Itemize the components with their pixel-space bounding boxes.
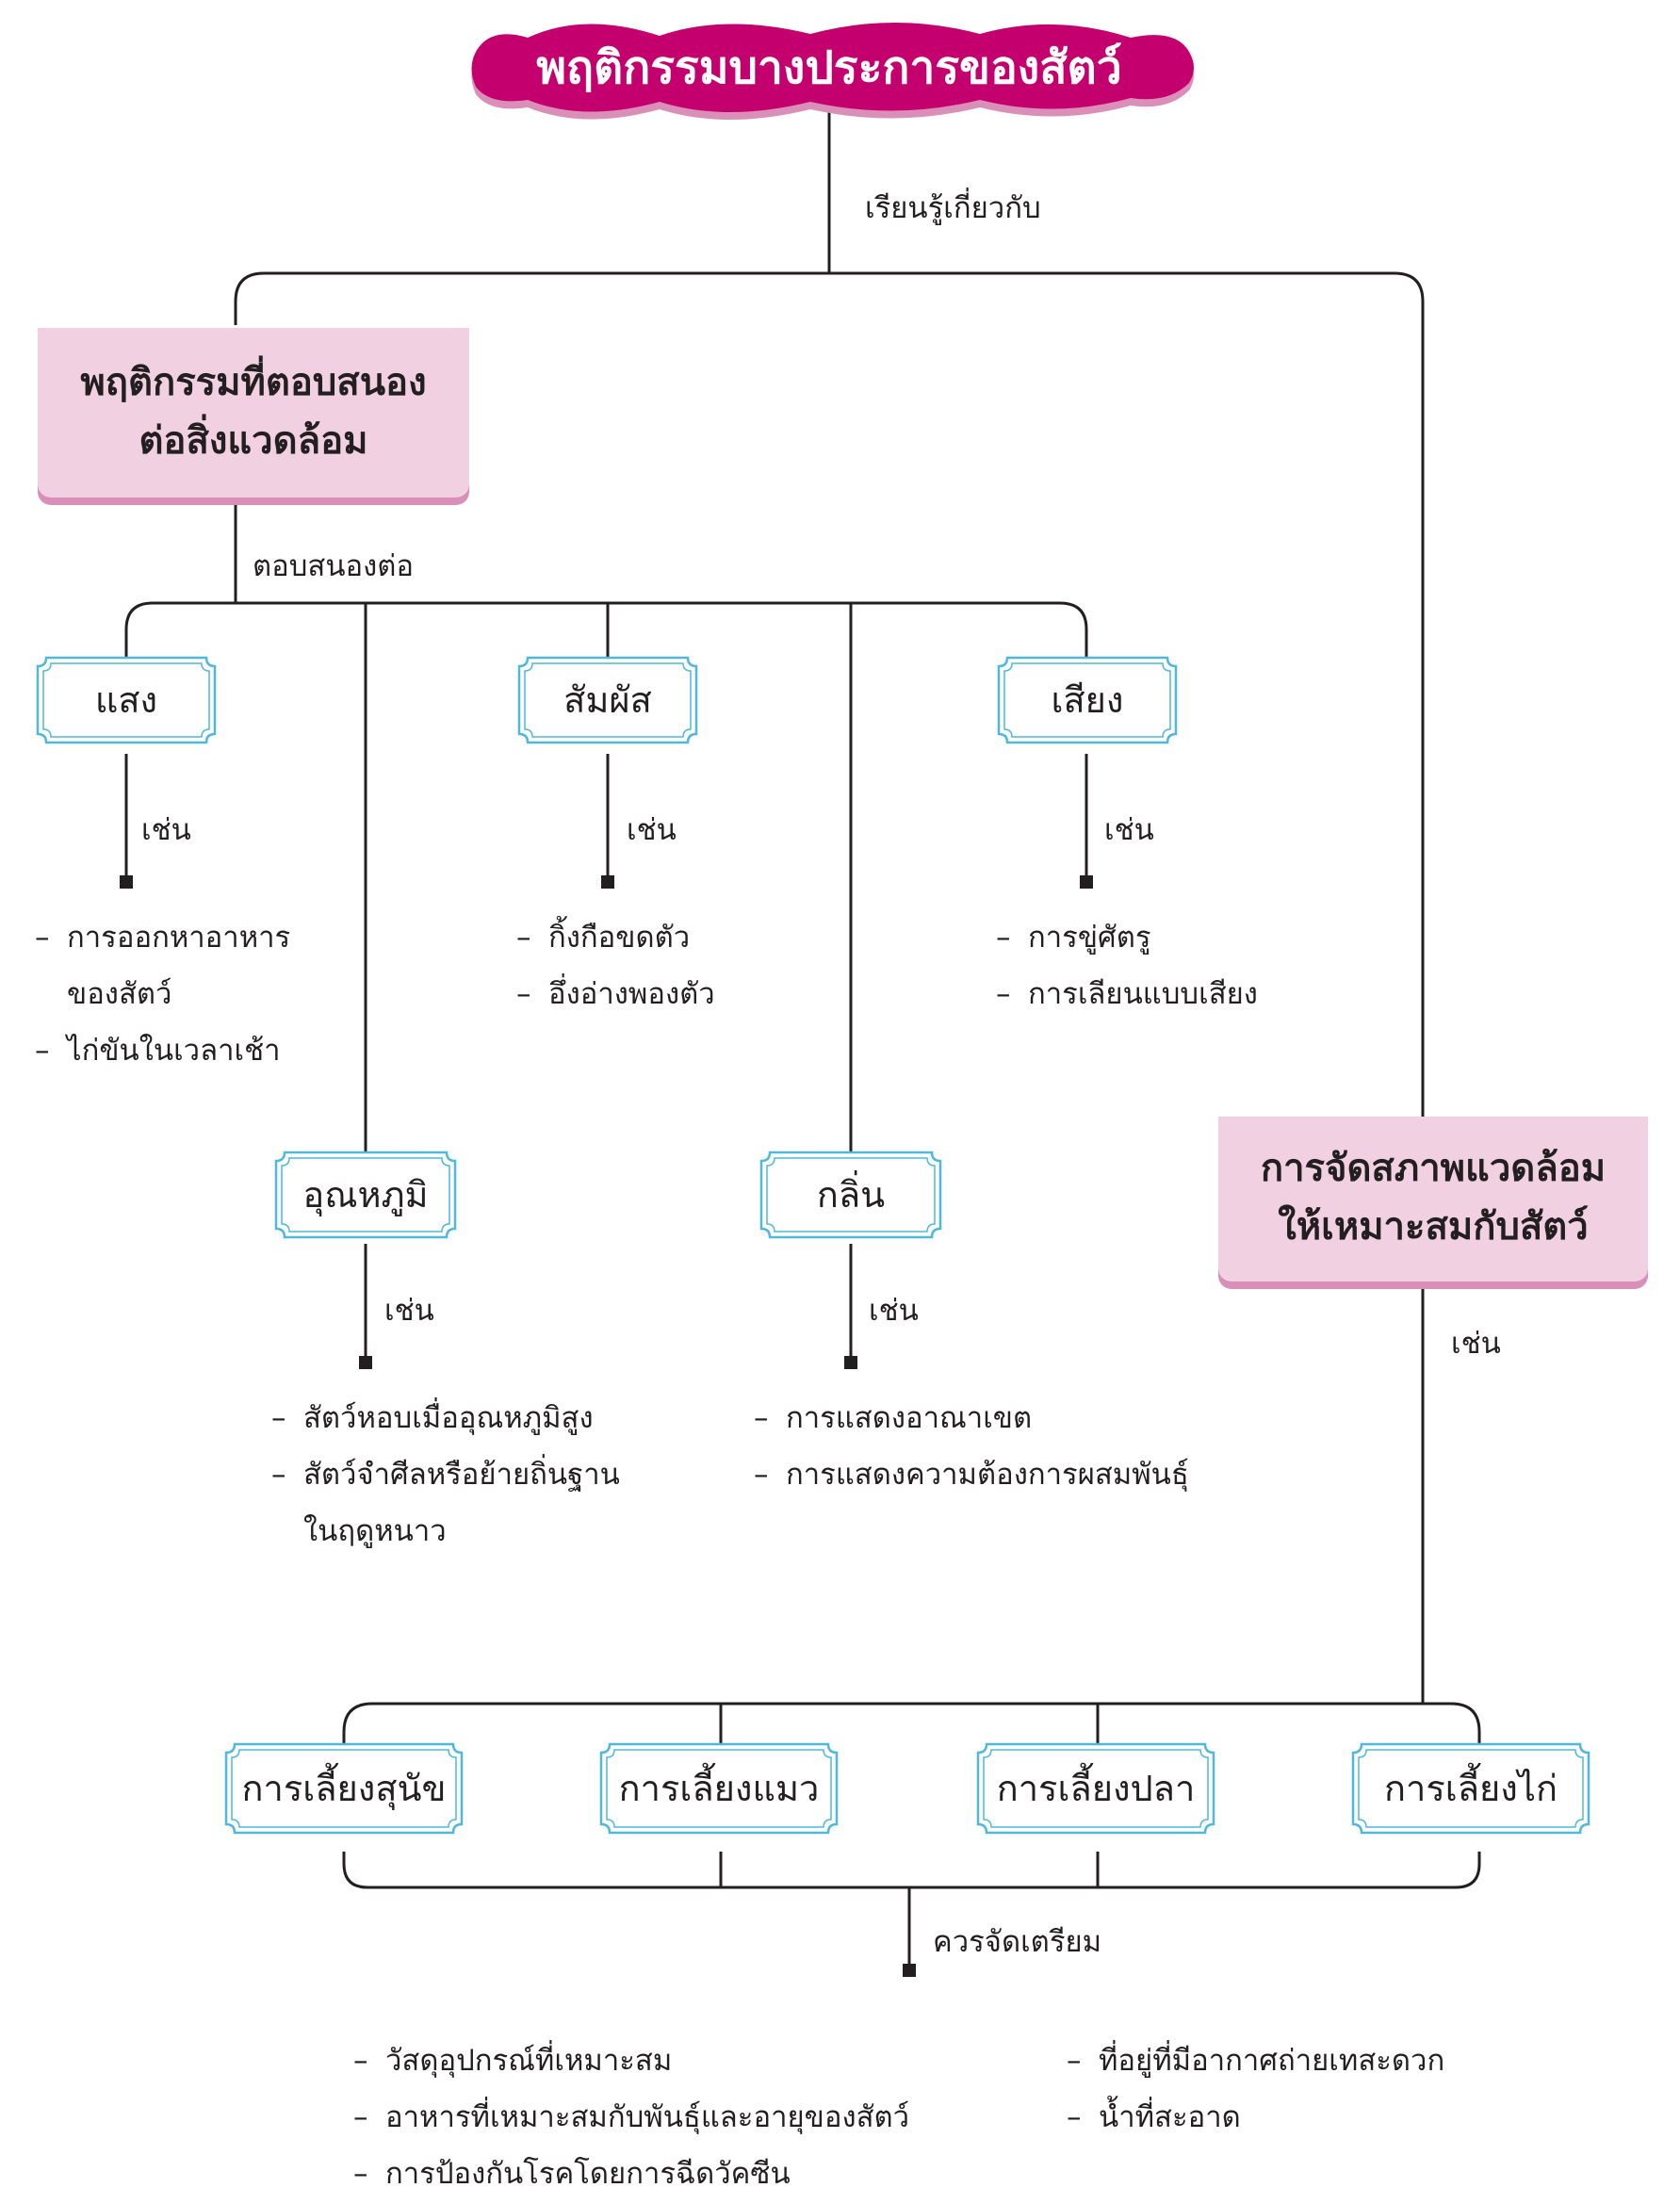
example-label-light: เช่น bbox=[141, 813, 191, 847]
example-label-sound: เช่น bbox=[1104, 813, 1154, 847]
right-main-box: การจัดสภาพแวดล้อม ให้เหมาะสมกับสัตว์ bbox=[1218, 1117, 1648, 1282]
touch-examples: –กิ้งกือขดตัว –อึ่งอ่างพองตัว bbox=[516, 909, 715, 1022]
pet-cat-label: การเลี้ยงแมว bbox=[618, 1768, 820, 1809]
example-label-temperature: เช่น bbox=[384, 1294, 434, 1328]
list-item: –การออกหาอาหาร bbox=[35, 921, 291, 955]
list-item: –อึ่งอ่างพองตัว bbox=[516, 977, 715, 1011]
pet-chicken-box: การเลี้ยงไก่ bbox=[1350, 1741, 1591, 1836]
box-frame bbox=[997, 656, 1178, 744]
prepare-list-left: –วัสดุอุปกรณ์ที่เหมาะสม –อาหารที่เหมาะสม… bbox=[353, 2033, 909, 2202]
box-frame bbox=[36, 656, 217, 744]
box-frame bbox=[224, 1742, 464, 1835]
stimulus-smell-box: กลิ่น bbox=[758, 1150, 943, 1240]
stimulus-temperature-label: อุณหภูมิ bbox=[302, 1174, 429, 1216]
pet-dog-label: การเลี้ยงสุนัข bbox=[241, 1768, 447, 1809]
list-item: –สัตว์จำศีลหรือย้ายถิ่นฐาน bbox=[271, 1458, 620, 1492]
list-item: –การแสดงความต้องการผสมพันธุ์ bbox=[754, 1458, 1189, 1492]
stimulus-sound-label: เสียง bbox=[1051, 679, 1124, 721]
box-frame bbox=[517, 656, 698, 744]
stimulus-sound-box: เสียง bbox=[996, 655, 1179, 745]
title: พฤติกรรมบางประการของสัตว์ bbox=[536, 41, 1122, 94]
example-label-smell: เช่น bbox=[869, 1294, 919, 1328]
smell-examples: –การแสดงอาณาเขต –การแสดงความต้องการผสมพั… bbox=[754, 1390, 1189, 1503]
list-item: –อาหารที่เหมาะสมกับพันธุ์และอายุของสัตว์ bbox=[353, 2100, 910, 2134]
list-item: –ที่อยู่ที่มีอากาศถ่ายเทสะดวก bbox=[1067, 2044, 1445, 2078]
box-frame bbox=[1351, 1742, 1590, 1835]
box-frame bbox=[976, 1742, 1215, 1835]
prepare-list-right: –ที่อยู่ที่มีอากาศถ่ายเทสะดวก –น้ำที่สะอ… bbox=[1067, 2033, 1444, 2146]
connector-learn-label: เรียนรู้เกี่ยวกับ bbox=[865, 191, 1041, 225]
list-item: –สัตว์หอบเมื่ออุณหภูมิสูง bbox=[271, 1401, 594, 1435]
list-item: –กิ้งกือขดตัว bbox=[516, 921, 691, 955]
list-item: ในฤดูหนาว bbox=[303, 1514, 447, 1548]
pet-fish-label: การเลี้ยงปลา bbox=[996, 1768, 1196, 1809]
box-frame bbox=[274, 1151, 457, 1239]
list-item: –วัสดุอุปกรณ์ที่เหมาะสม bbox=[353, 2044, 673, 2078]
stimulus-smell-label: กลิ่น bbox=[816, 1174, 886, 1216]
stimulus-light-box: แสง bbox=[35, 655, 218, 745]
box-frame bbox=[759, 1151, 942, 1239]
left-main-line1: พฤติกรรมที่ตอบสนอง bbox=[80, 361, 427, 404]
list-item: –การเลียนแบบเสียง bbox=[996, 977, 1258, 1011]
light-examples: –การออกหาอาหาร ของสัตว์ –ไก่ขันในเวลาเช้… bbox=[35, 909, 290, 1079]
list-item: –การขู่ศัตรู bbox=[996, 921, 1151, 955]
sound-examples: –การขู่ศัตรู –การเลียนแบบเสียง bbox=[996, 909, 1258, 1022]
example-label-touch: เช่น bbox=[627, 813, 677, 847]
pet-cat-box: การเลี้ยงแมว bbox=[598, 1741, 840, 1836]
stimulus-temperature-box: อุณหภูมิ bbox=[273, 1150, 458, 1240]
example-label-environment: เช่น bbox=[1451, 1327, 1501, 1361]
left-main-box: พฤติกรรมที่ตอบสนอง ต่อสิ่งแวดล้อม bbox=[38, 328, 469, 498]
box-frame bbox=[599, 1742, 839, 1835]
stimulus-touch-label: สัมผัส bbox=[563, 679, 652, 721]
left-main-line2: ต่อสิ่งแวดล้อม bbox=[139, 419, 368, 463]
list-item: ของสัตว์ bbox=[67, 977, 172, 1011]
title-banner bbox=[471, 23, 1194, 120]
stimulus-light-label: แสง bbox=[94, 679, 158, 721]
list-item: –ไก่ขันในเวลาเช้า bbox=[35, 1034, 281, 1068]
pet-chicken-label: การเลี้ยงไก่ bbox=[1384, 1768, 1558, 1809]
connector-prepare-label: ควรจัดเตรียม bbox=[933, 1925, 1102, 1959]
temperature-examples: –สัตว์หอบเมื่ออุณหภูมิสูง –สัตว์จำศีลหรื… bbox=[271, 1390, 620, 1559]
stimulus-touch-box: สัมผัส bbox=[516, 655, 699, 745]
list-item: –การแสดงอาณาเขต bbox=[754, 1401, 1033, 1435]
right-main-line1: การจัดสภาพแวดล้อม bbox=[1260, 1147, 1607, 1190]
list-item: –การป้องกันโรคโดยการฉีดวัคซีน bbox=[353, 2157, 791, 2191]
pet-fish-box: การเลี้ยงปลา bbox=[975, 1741, 1216, 1836]
right-main-line2: ให้เหมาะสมกับสัตว์ bbox=[1278, 1205, 1589, 1249]
list-item: –น้ำที่สะอาด bbox=[1067, 2100, 1241, 2134]
connector-respond-label: ตอบสนองต่อ bbox=[253, 549, 415, 583]
pet-dog-box: การเลี้ยงสุนัข bbox=[223, 1741, 465, 1836]
